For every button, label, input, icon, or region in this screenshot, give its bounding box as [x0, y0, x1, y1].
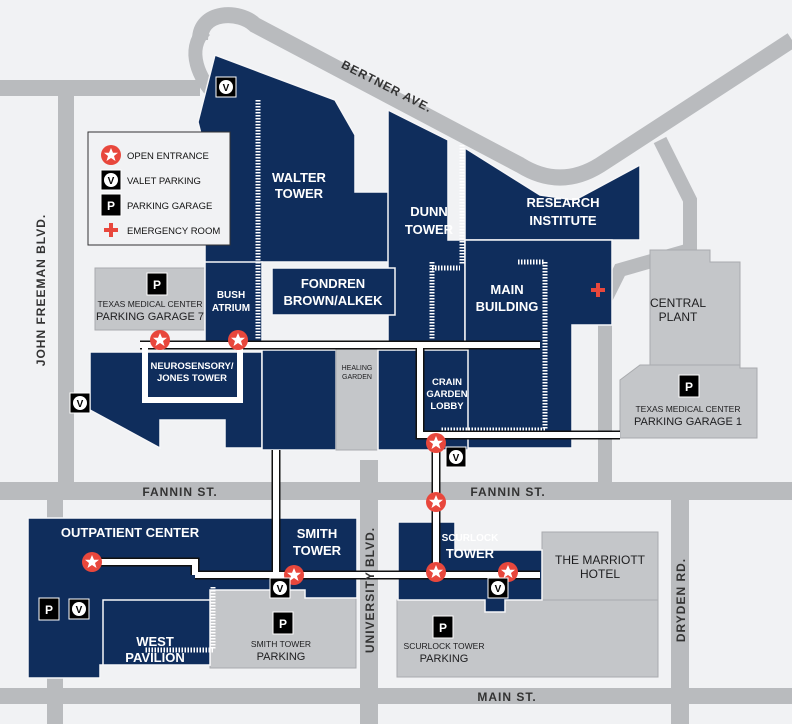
valet-glyph: V — [495, 584, 502, 595]
label-bush: BUSH — [217, 290, 245, 301]
star-icon[interactable] — [150, 330, 170, 350]
covered-walkways — [145, 100, 548, 653]
star-icon[interactable] — [228, 330, 248, 350]
street-university: UNIVERSITY BLVD. — [363, 527, 377, 653]
valet-glyph: V — [223, 83, 230, 94]
label-healing-garden: HEALING — [342, 365, 373, 372]
cross-icon — [104, 223, 118, 237]
valet-glyph: V — [76, 605, 83, 616]
valet-glyph: V — [77, 399, 84, 410]
label-marriott: THE MARRIOTT — [555, 553, 646, 567]
valet-glyph: V — [453, 453, 460, 464]
street-john-freeman: JOHN FREEMAN BLVD. — [34, 214, 48, 366]
label-central-plant: CENTRAL — [650, 296, 706, 310]
label-dunn: TOWER — [405, 222, 454, 237]
label-scurlock: SCURLOCK — [442, 533, 499, 544]
parking-glyph: P — [45, 603, 53, 617]
legend-label-valet: VALET PARKING — [127, 176, 201, 187]
legend-label-open-entrance: OPEN ENTRANCE — [127, 151, 209, 162]
legend-label-emergency: EMERGENCY ROOM — [127, 226, 220, 237]
label-smith: TOWER — [293, 543, 342, 558]
label-walter: WALTER — [272, 170, 327, 185]
label-garage-7: PARKING GARAGE 7 — [96, 311, 204, 323]
label-main-building: BUILDING — [476, 299, 539, 314]
label-smith-parking: SMITH TOWER — [251, 639, 311, 649]
label-central-plant: PLANT — [659, 310, 698, 324]
star-icon — [101, 145, 121, 165]
label-smith-parking: PARKING — [257, 651, 306, 663]
street-fannin-left: FANNIN ST. — [142, 485, 217, 499]
label-scurlock: TOWER — [446, 546, 495, 561]
label-crain: CRAIN — [432, 377, 462, 388]
west-pavilion — [102, 599, 211, 666]
label-healing-garden: GARDEN — [342, 374, 372, 381]
legend: OPEN ENTRANCE V VALET PARKING P PARKING … — [87, 131, 231, 246]
walkways — [92, 340, 620, 580]
label-research: RESEARCH — [527, 195, 600, 210]
star-icon[interactable] — [426, 562, 446, 582]
valet-glyph: V — [108, 176, 115, 187]
label-fondren: FONDREN — [301, 276, 365, 291]
label-neurosensory: NEUROSENSORY/ — [150, 361, 233, 372]
parking-glyph: P — [279, 617, 287, 631]
label-marriott: HOTEL — [580, 567, 620, 581]
street-dryden: DRYDEN RD. — [674, 558, 688, 642]
healing-garden — [335, 347, 379, 451]
label-crain: LOBBY — [430, 401, 464, 412]
label-outpatient: OUTPATIENT CENTER — [61, 525, 200, 540]
parking-glyph: P — [439, 621, 447, 635]
building-section — [261, 349, 337, 451]
label-garage-7: TEXAS MEDICAL CENTER — [97, 299, 202, 309]
label-crain: GARDEN — [426, 389, 467, 400]
label-bush: ATRIUM — [212, 303, 250, 314]
parking-glyph: P — [153, 278, 161, 292]
valet-markers: V V V V V V — [68, 76, 509, 620]
label-garage-1: PARKING GARAGE 1 — [634, 416, 742, 428]
parking-markers: P P P P P — [38, 272, 700, 639]
road-bertner — [192, 7, 792, 186]
street-fannin-right: FANNIN ST. — [470, 485, 545, 499]
valet-glyph: V — [277, 584, 284, 595]
label-scurlock-parking: PARKING — [420, 653, 469, 665]
label-dunn: DUNN — [410, 204, 448, 219]
parking-glyph: P — [685, 380, 693, 394]
star-icon[interactable] — [426, 433, 446, 453]
label-garage-1: TEXAS MEDICAL CENTER — [635, 404, 740, 414]
label-fondren: BROWN/ALKEK — [284, 293, 384, 308]
label-scurlock-parking: SCURLOCK TOWER — [404, 641, 485, 651]
legend-label-parking: PARKING GARAGE — [127, 201, 212, 212]
parking-glyph: P — [107, 199, 115, 213]
star-icon[interactable] — [82, 552, 102, 572]
star-icon[interactable] — [426, 492, 446, 512]
street-bertner-ave: BERTNER AVE. — [339, 57, 434, 115]
label-research: INSTITUTE — [529, 213, 596, 228]
street-main: MAIN ST. — [477, 690, 536, 704]
fondren-brown-alkek — [271, 267, 396, 316]
label-smith: SMITH — [297, 526, 337, 541]
label-main-building: MAIN — [490, 282, 523, 297]
emergency-room-cross-icon — [591, 283, 605, 297]
label-neurosensory: JONES TOWER — [157, 373, 227, 384]
label-west-pavilion: PAVILION — [125, 650, 184, 665]
label-walter: TOWER — [275, 186, 324, 201]
label-west-pavilion: WEST — [136, 634, 174, 649]
marriott-hotel — [541, 531, 659, 603]
